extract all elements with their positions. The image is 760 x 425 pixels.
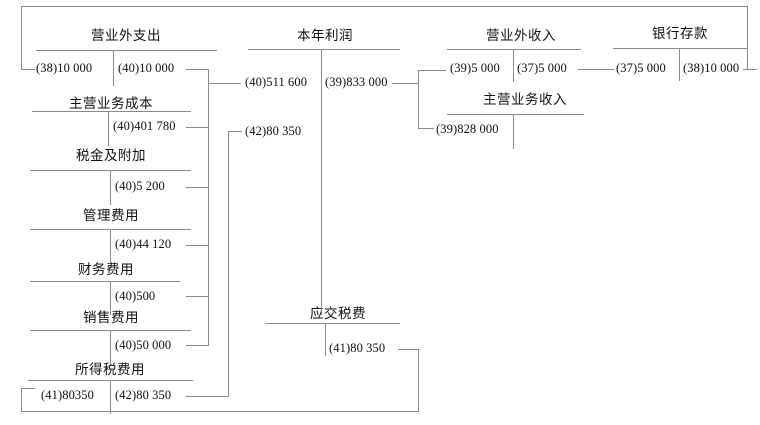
connector-37-run bbox=[578, 69, 614, 70]
account-title-selling-expense: 销售费用 bbox=[83, 310, 139, 325]
account-title-taxes-payable: 应交税费 bbox=[310, 306, 366, 321]
account-title-admin-expense: 管理费用 bbox=[83, 208, 139, 223]
t-rule-main-business-cost bbox=[32, 111, 191, 112]
entry-taxes-payable-credit: (41)80 350 bbox=[329, 341, 386, 355]
connector-42-top-stub bbox=[228, 131, 242, 132]
entry-current-year-profit-debit-2: (42)80 350 bbox=[245, 124, 302, 138]
connector-39-to-profit bbox=[392, 83, 419, 84]
connector-41-right-stub bbox=[398, 349, 418, 350]
t-divider-current-year-profit bbox=[321, 49, 322, 315]
connector-38-right-stub bbox=[743, 69, 757, 70]
connector-38-top-run bbox=[21, 6, 748, 7]
entry-main-business-income-credit: (39)828 000 bbox=[436, 122, 499, 136]
account-title-main-business-cost: 主营业务成本 bbox=[69, 96, 153, 111]
connector-41-bottom-run bbox=[21, 411, 419, 412]
account-title-main-business-income: 主营业务收入 bbox=[483, 92, 567, 107]
t-divider-taxes-and-surcharges bbox=[110, 170, 111, 205]
t-rule-main-business-income bbox=[447, 114, 584, 115]
connector-39-top-arm bbox=[418, 70, 446, 71]
account-title-finance-expense: 财务费用 bbox=[78, 262, 134, 277]
t-rule-finance-expense bbox=[30, 281, 180, 282]
connector-40-arm-selling-expense bbox=[186, 345, 209, 346]
connector-41-left-riser bbox=[21, 388, 22, 412]
connector-40-arm-non-operating-expense bbox=[186, 69, 209, 70]
entry-admin-expense-credit: (40)44 120 bbox=[115, 237, 172, 251]
t-divider-income-tax-expense bbox=[110, 380, 111, 414]
t-rule-taxes-payable bbox=[265, 323, 400, 324]
account-title-current-year-profit: 本年利润 bbox=[297, 28, 353, 43]
entry-current-year-profit-credit: (39)833 000 bbox=[325, 75, 388, 89]
entry-income-tax-expense-debit: (41)80350 bbox=[41, 388, 94, 402]
connector-39-bottom-arm bbox=[418, 128, 434, 129]
connector-39-bracket bbox=[418, 70, 419, 128]
t-rule-non-operating-income bbox=[447, 49, 581, 50]
entry-current-year-profit-debit-1: (40)511 600 bbox=[245, 75, 308, 89]
connector-40-to-profit bbox=[208, 83, 241, 84]
connector-42-riser bbox=[228, 131, 229, 396]
connector-40-arm-admin-expense bbox=[186, 245, 209, 246]
t-divider-taxes-payable bbox=[325, 323, 326, 356]
t-rule-bank-deposit bbox=[613, 48, 748, 49]
entry-bank-deposit-debit: (37)5 000 bbox=[616, 61, 666, 75]
account-title-taxes-and-surcharges: 税金及附加 bbox=[76, 148, 146, 163]
t-divider-bank-deposit bbox=[679, 48, 680, 81]
account-title-bank-deposit: 银行存款 bbox=[652, 26, 708, 41]
t-divider-main-business-cost bbox=[108, 111, 109, 146]
t-rule-current-year-profit bbox=[248, 49, 400, 50]
account-title-income-tax-expense: 所得税费用 bbox=[75, 362, 145, 377]
t-rule-non-operating-expense bbox=[36, 50, 217, 51]
t-divider-main-business-income bbox=[513, 114, 514, 149]
connector-38-left-drop bbox=[21, 6, 22, 70]
entry-bank-deposit-credit: (38)10 000 bbox=[683, 61, 740, 75]
entry-non-operating-expense-credit: (40)10 000 bbox=[118, 61, 175, 75]
entry-income-tax-expense-credit: (42)80 350 bbox=[115, 388, 172, 402]
entry-main-business-cost-credit: (40)401 780 bbox=[113, 119, 176, 133]
account-title-non-operating-expense: 营业外支出 bbox=[91, 28, 161, 43]
entry-non-operating-income-debit: (39)5 000 bbox=[450, 61, 500, 75]
account-title-non-operating-income: 营业外收入 bbox=[486, 28, 556, 43]
connector-40-bus bbox=[208, 69, 209, 345]
connector-38-left-stub bbox=[21, 69, 35, 70]
entry-finance-expense-credit: (40)500 bbox=[115, 289, 156, 303]
entry-selling-expense-credit: (40)50 000 bbox=[115, 338, 172, 352]
connector-42-bottom-stub bbox=[186, 396, 229, 397]
entry-non-operating-income-credit: (37)5 000 bbox=[517, 61, 567, 75]
t-divider-admin-expense bbox=[110, 229, 111, 263]
connector-40-arm-main-business-cost bbox=[186, 127, 209, 128]
t-divider-non-operating-income bbox=[513, 49, 514, 82]
t-divider-finance-expense bbox=[110, 281, 111, 315]
t-divider-selling-expense bbox=[110, 330, 111, 364]
t-divider-non-operating-expense bbox=[113, 50, 114, 86]
connector-41-drop bbox=[418, 349, 419, 411]
connector-38-right-riser bbox=[747, 6, 748, 70]
connector-40-arm-taxes-and-surcharges bbox=[186, 187, 209, 188]
entry-non-operating-expense-debit: (38)10 000 bbox=[36, 61, 93, 75]
connector-40-arm-finance-expense bbox=[186, 296, 209, 297]
entry-taxes-and-surcharges-credit: (40)5 200 bbox=[115, 179, 165, 193]
connector-41-left-stub bbox=[21, 388, 35, 389]
